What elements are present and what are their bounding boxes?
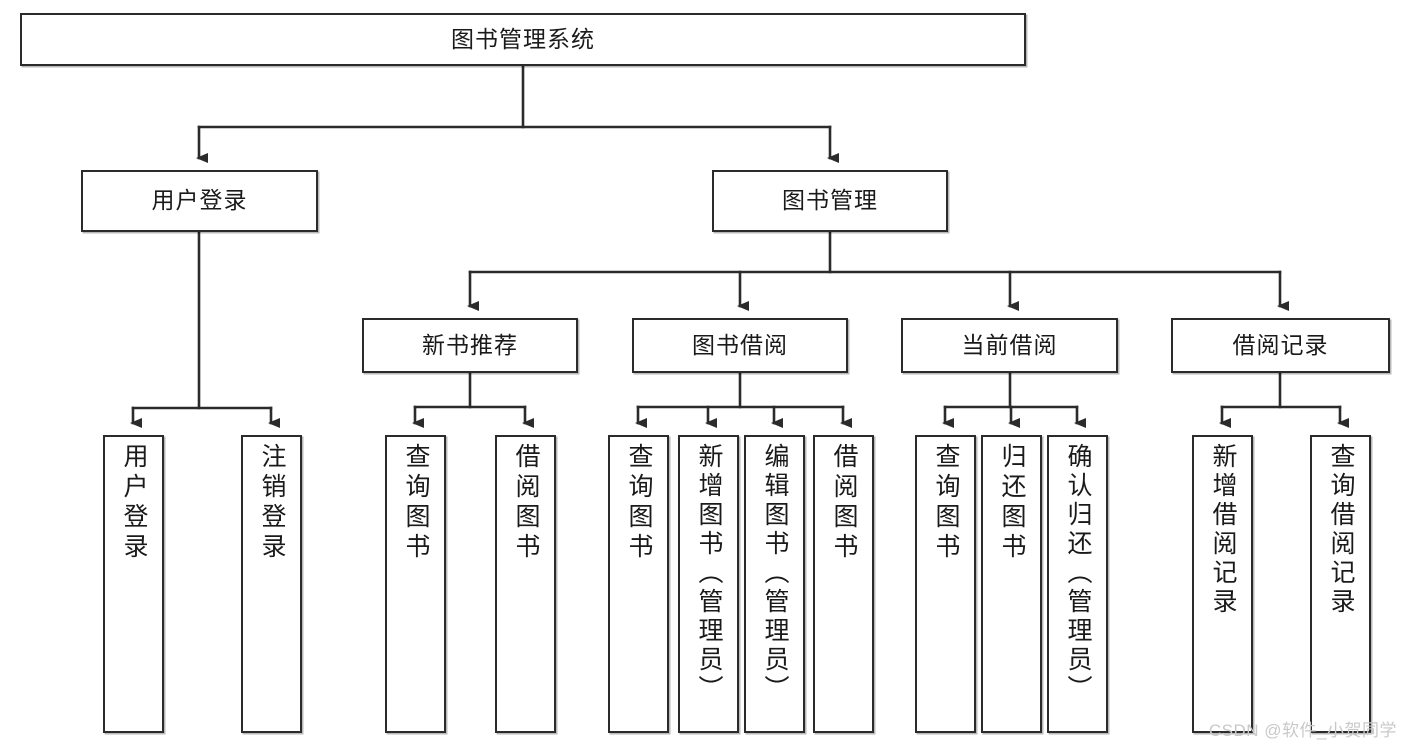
node-label: 查询借阅记录 (1327, 443, 1355, 617)
node-current-borrow[interactable]: 当前借阅 (901, 318, 1118, 373)
leaf-current-confirm-return-admin[interactable]: 确认归还（管理员） (1047, 435, 1108, 733)
node-label: 新书推荐 (422, 331, 518, 358)
csdn-watermark: CSDN @软件_小贺同学 (1208, 721, 1397, 740)
leaf-borrow-edit-book-admin[interactable]: 编辑图书（管理员） (744, 435, 805, 733)
node-label: 图书管理 (782, 187, 878, 214)
node-label: 注销登录 (258, 443, 286, 563)
leaf-record-query-record[interactable]: 查询借阅记录 (1310, 435, 1371, 733)
node-label: 借阅图书 (830, 443, 858, 563)
leaf-current-query-book[interactable]: 查询图书 (915, 435, 976, 733)
node-label: 借阅图书 (512, 443, 540, 563)
node-user-login[interactable]: 用户登录 (81, 170, 318, 232)
node-label: 新增图书（管理员） (695, 443, 723, 704)
leaf-user-logout[interactable]: 注销登录 (241, 435, 302, 733)
node-book-borrow[interactable]: 图书借阅 (632, 318, 848, 373)
node-label: 借阅记录 (1232, 331, 1329, 358)
leaf-record-add-record[interactable]: 新增借阅记录 (1192, 435, 1253, 733)
leaf-current-return-book[interactable]: 归还图书 (981, 435, 1042, 733)
node-label: 查询图书 (402, 443, 430, 563)
node-new-book-recommend[interactable]: 新书推荐 (362, 318, 578, 373)
node-label: 确认归还（管理员） (1064, 443, 1092, 704)
leaf-recommend-query-book[interactable]: 查询图书 (385, 435, 446, 733)
node-book-management[interactable]: 图书管理 (712, 170, 948, 232)
node-borrow-record[interactable]: 借阅记录 (1171, 318, 1390, 373)
node-label: 用户登录 (120, 443, 148, 563)
node-label: 图书管理系统 (451, 25, 595, 52)
leaf-borrow-add-book-admin[interactable]: 新增图书（管理员） (678, 435, 739, 733)
leaf-user-login[interactable]: 用户登录 (103, 435, 164, 733)
leaf-borrow-query-book[interactable]: 查询图书 (608, 435, 669, 733)
node-label: 图书借阅 (692, 331, 788, 358)
node-root-system[interactable]: 图书管理系统 (20, 13, 1026, 66)
node-label: 归还图书 (998, 443, 1026, 563)
leaf-recommend-borrow-book[interactable]: 借阅图书 (495, 435, 556, 733)
node-label: 查询图书 (932, 443, 960, 563)
node-label: 新增借阅记录 (1209, 443, 1237, 617)
leaf-borrow-borrow-book[interactable]: 借阅图书 (813, 435, 874, 733)
node-label: 用户登录 (151, 187, 248, 214)
node-label: 编辑图书（管理员） (761, 443, 789, 704)
node-label: 查询图书 (625, 443, 653, 563)
node-label: 当前借阅 (961, 331, 1058, 358)
